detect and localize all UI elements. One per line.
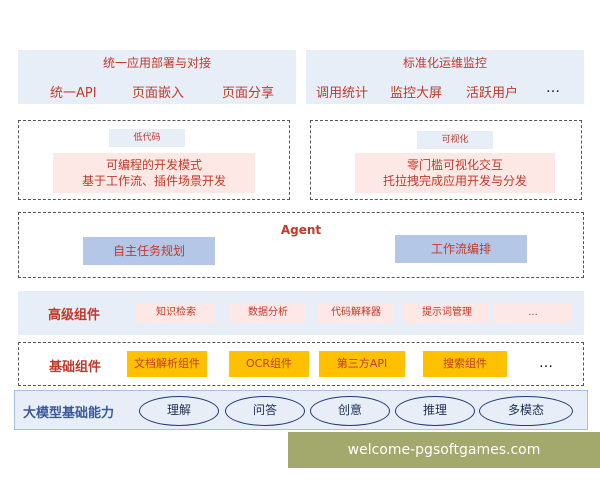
code-interpreter-chip: 代码解释器 — [318, 303, 394, 323]
reasoning-ellipse: 推理 — [395, 396, 475, 426]
monitoring-panel: 标准化运维监控 调用统计 监控大屏 活跃用户 … — [306, 50, 584, 104]
knowledge-retrieval-chip: 知识检索 — [136, 303, 216, 323]
low-code-panel: 低代码 可编程的开发模式 基于工作流、插件场景开发 — [18, 120, 290, 200]
basic-components-label: 基础组件 — [49, 360, 102, 375]
ocr-chip: OCR组件 — [229, 351, 309, 377]
doc-parsing-chip: 文档解析组件 — [127, 351, 207, 377]
call-stats-item: 调用统计 — [316, 86, 369, 101]
basic-components-panel: 基础组件 文档解析组件 OCR组件 第三方API 搜索组件 … — [18, 342, 584, 386]
data-analysis-chip: 数据分析 — [230, 303, 306, 323]
deployment-panel-title: 统一应用部署与对接 — [102, 56, 211, 70]
active-users-item: 活跃用户 — [466, 86, 519, 101]
monitoring-ellipsis: … — [546, 80, 561, 96]
basic-ellipsis: … — [539, 355, 554, 371]
deployment-panel: 统一应用部署与对接 统一API 页面嵌入 页面分享 — [18, 50, 296, 104]
llm-foundation-panel: 大模型基础能力 理解 问答 创意 推理 多模态 — [14, 390, 588, 430]
llm-foundation-label: 大模型基础能力 — [23, 406, 115, 421]
understanding-ellipse: 理解 — [139, 396, 219, 426]
dashboard-item: 监控大屏 — [390, 86, 443, 101]
monitoring-panel-title: 标准化运维监控 — [402, 56, 487, 70]
visual-line-1: 零门槛可视化交互 — [406, 158, 503, 172]
low-code-badge: 低代码 — [109, 129, 185, 147]
search-chip: 搜索组件 — [423, 351, 507, 377]
qa-ellipse: 问答 — [225, 396, 305, 426]
advanced-more-chip: ... — [494, 303, 572, 323]
prompt-management-chip: 提示词管理 — [404, 303, 490, 323]
workflow-orchestration-box: 工作流编排 — [395, 235, 527, 263]
multimodal-ellipse: 多模态 — [479, 396, 573, 426]
agent-panel: Agent 自主任务规划 工作流编排 — [18, 212, 584, 278]
visual-line-2: 托拉拽完成应用开发与分发 — [382, 174, 527, 188]
advanced-components-label: 高级组件 — [48, 308, 101, 323]
low-code-line-1: 可编程的开发模式 — [105, 158, 202, 172]
low-code-line-2: 基于工作流、插件场景开发 — [81, 174, 226, 188]
visual-panel: 可视化 零门槛可视化交互 托拉拽完成应用开发与分发 — [310, 120, 582, 200]
low-code-desc-box: 可编程的开发模式 基于工作流、插件场景开发 — [53, 153, 255, 193]
watermark-banner: welcome-pgsoftgames.com — [288, 432, 600, 468]
page-share-item: 页面分享 — [222, 86, 275, 101]
creativity-ellipse: 创意 — [310, 396, 390, 426]
visual-badge: 可视化 — [417, 131, 493, 149]
third-party-api-chip: 第三方API — [319, 351, 405, 377]
visual-desc-box: 零门槛可视化交互 托拉拽完成应用开发与分发 — [355, 153, 555, 193]
page-embed-item: 页面嵌入 — [132, 86, 185, 101]
task-planning-box: 自主任务规划 — [83, 237, 215, 265]
unified-api-item: 统一API — [50, 86, 97, 101]
agent-title: Agent — [280, 223, 322, 237]
advanced-components-panel: 高级组件 知识检索 数据分析 代码解释器 提示词管理 ... — [18, 291, 584, 335]
